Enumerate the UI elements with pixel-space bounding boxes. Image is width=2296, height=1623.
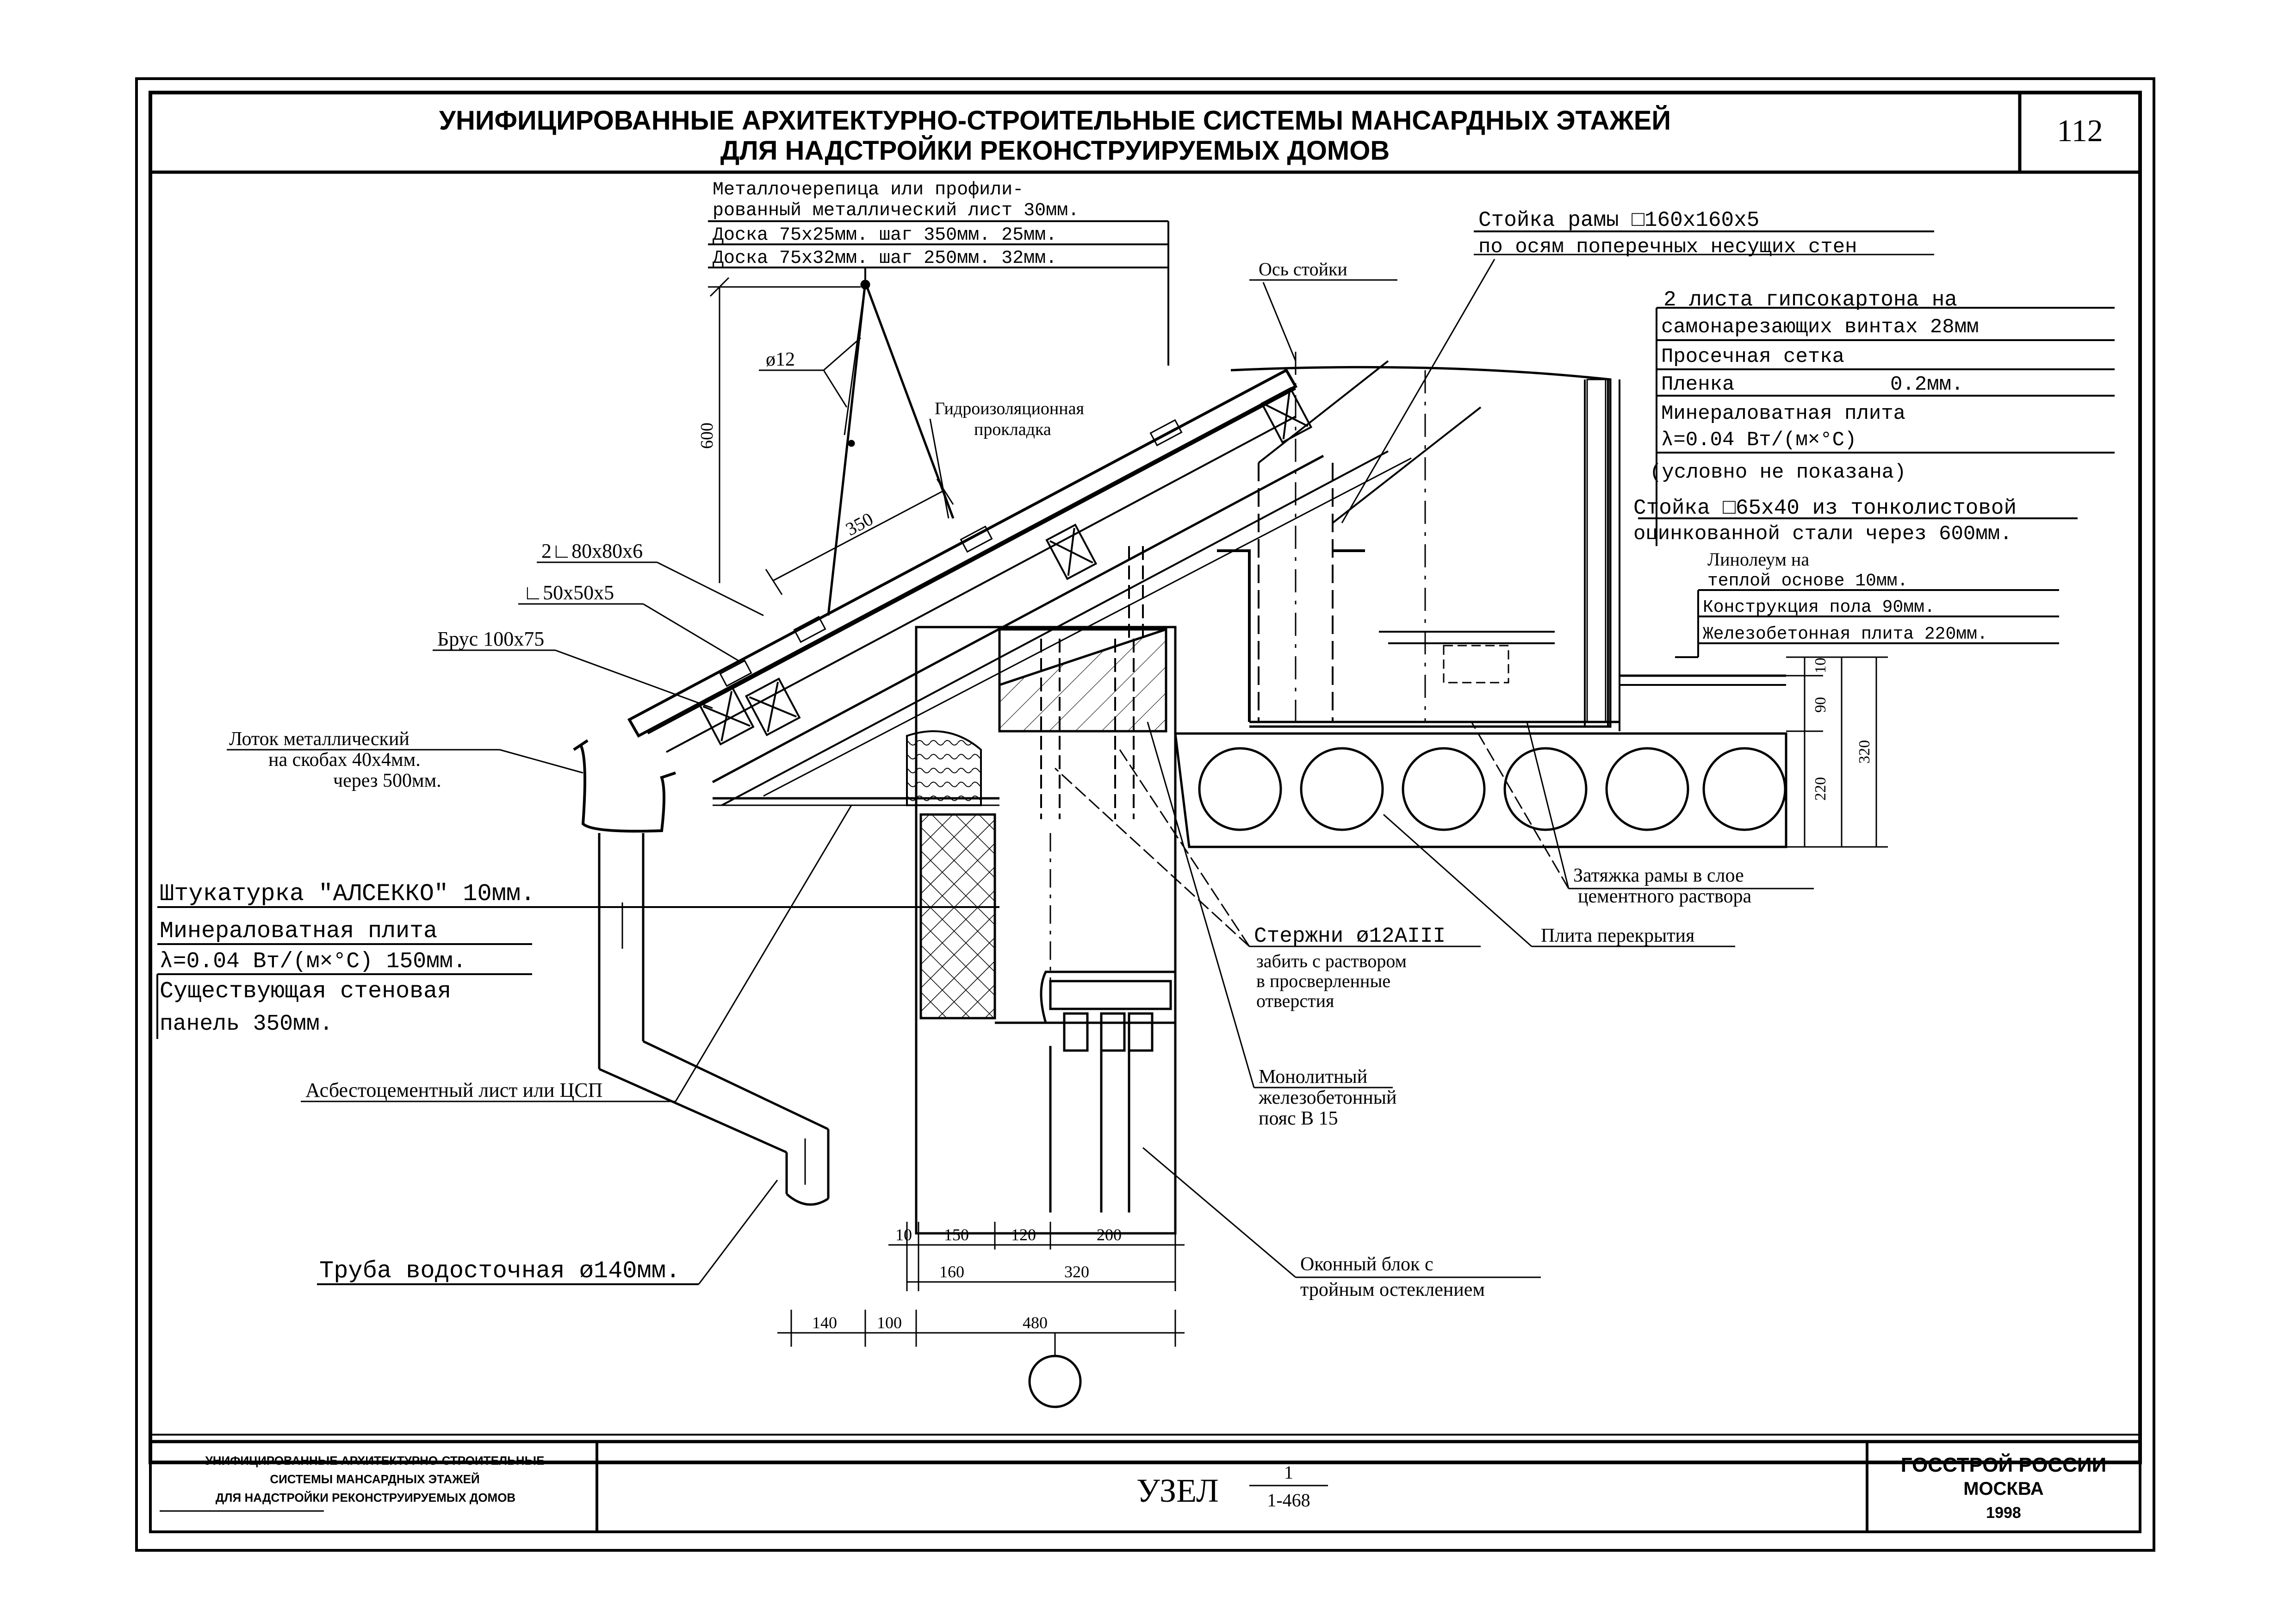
angle-80-label: 2∟80х80х6 (541, 540, 643, 562)
floor-layer-3: Железобетонная плита 220мм. (1703, 624, 1988, 644)
dim-150: 150 (944, 1225, 969, 1244)
column-label-1: Стойка рамы □160х160х5 (1478, 208, 1759, 232)
panel-label-1: Существующая стеновая (160, 978, 451, 1005)
belt-label-1: Монолитный (1259, 1066, 1367, 1088)
org-year: 1998 (1986, 1504, 2021, 1522)
wall-layer-4a: Минераловатная плита (1661, 402, 1905, 425)
column-axis-label: Ось стойки (1259, 259, 1347, 280)
wall-layer-1b: самонарезающих винтах 28мм (1661, 316, 1979, 339)
rods-label-2: забить с раствором (1256, 951, 1407, 971)
header-title-line1: УНИФИЦИРОВАННЫЕ АРХИТЕКТУРНО-СТРОИТЕЛЬНЫ… (439, 106, 1671, 136)
org-city: МОСКВА (1963, 1479, 2044, 1499)
rods-label-3: в просверленные (1256, 970, 1390, 991)
belt-label-2: железобетонный (1258, 1087, 1396, 1108)
node-ref: 1-468 (1267, 1490, 1310, 1511)
beam-label: Брус 100х75 (437, 628, 544, 650)
tie-label-2: цементного раствора (1578, 886, 1752, 907)
wall-layers-callout: 2 листа гипсокартона на самонарезающих в… (1633, 288, 2115, 546)
wall-layer-4b: λ=0.04 Вт/(м×°С) (1661, 429, 1856, 452)
hollow-core-slab (1174, 732, 1787, 848)
gutter-label-1: Лоток металлический (229, 728, 410, 750)
window-label-1: Оконный блок с (1300, 1254, 1433, 1275)
roof-layer-2: Доска 75х25мм. шаг 350мм. 25мм. (713, 225, 1057, 246)
floor-layer-1b: теплой основе 10мм. (1707, 571, 1908, 591)
dim-v90: 90 (1812, 697, 1829, 713)
window-label-2: тройным остеклением (1300, 1279, 1485, 1300)
floor-layer-1a: Линолеум на (1707, 549, 1809, 570)
dim-v10: 10 (1812, 658, 1829, 673)
dim-320: 320 (1064, 1262, 1089, 1281)
dim-200: 200 (1097, 1225, 1122, 1244)
dim-480: 480 (1023, 1313, 1048, 1332)
roof-layer-1b: рованный металлический лист 30мм. (713, 200, 1079, 221)
dim-160: 160 (939, 1262, 964, 1281)
header-title-line2: ДЛЯ НАДСТРОЙКИ РЕКОНСТРУИРУЕМЫХ ДОМОВ (720, 136, 1390, 166)
bottom-dims (777, 1222, 1185, 1408)
asbestos-label: Асбестоцементный лист или ЦСП (305, 1079, 602, 1101)
pipe-label: Труба водосточная ø140мм. (319, 1257, 680, 1285)
org-name: ГОССТРОЙ РОССИИ (1901, 1453, 2107, 1476)
wall-layer-3a: Пленка (1661, 373, 1734, 396)
node-label: УЗЕЛ (1136, 1472, 1219, 1509)
panel-label-2: панель 350мм. (160, 1012, 333, 1037)
column-label-2: по осям поперечных несущих стен (1478, 236, 1857, 259)
wall-stud-2: оцинкованной стали через 600мм. (1633, 522, 2012, 546)
angle-50-label: ∟50х50х5 (523, 581, 614, 604)
plaster-label: Штукатурка "АЛСЕККО" 10мм. (160, 880, 535, 908)
dim-600: 600 (697, 423, 717, 449)
tb-left-3: ДЛЯ НАДСТРОЙКИ РЕКОНСТРУИРУЕМЫХ ДОМОВ (216, 1491, 515, 1505)
waterproof-label-1: Гидроизоляционная (935, 399, 1084, 418)
mansard-wall (1217, 352, 1786, 731)
rods-label-1: Стержни ø12АIII (1254, 924, 1446, 948)
left-callouts: 2∟80х80х6 ∟50х50х5 Брус 100х75 Лоток мет… (156, 540, 999, 1285)
title-block: УНИФИЦИРОВАННЫЕ АРХИТЕКТУРНО-СТРОИТЕЛЬНЫ… (149, 1434, 2141, 1533)
dim-10: 10 (895, 1225, 912, 1244)
wall-layer-2: Просечная сетка (1661, 345, 1844, 368)
existing-wall (906, 546, 1177, 1235)
mineral-label-1: Минераловатная плита (160, 918, 437, 945)
dim-120: 120 (1011, 1225, 1036, 1244)
dim-v320: 320 (1856, 740, 1873, 764)
floor-dims (1786, 656, 1888, 848)
belt-label-3: пояс В 15 (1259, 1108, 1338, 1129)
waterproof-label-2: прокладка (974, 420, 1051, 439)
sheet-frame (135, 77, 2155, 1552)
dim-140: 140 (812, 1313, 837, 1332)
wall-layer-1: 2 листа гипсокартона на (1663, 288, 1957, 312)
column-callout: Стойка рамы □160х160х5 по осям поперечны… (1249, 208, 1934, 523)
wall-stud-1: Стойка □65х40 из тонколистовой (1633, 496, 2017, 520)
node-number: 1 (1284, 1462, 1293, 1483)
mineral-label-2: λ=0.04 Вт/(м×°С) 150мм. (160, 949, 466, 974)
dim-600-line (708, 277, 861, 583)
roof-layer-1: Металлочерепица или профили- (713, 180, 1024, 200)
gutter-label-3: через 500мм. (333, 770, 441, 791)
roof-layer-3: Доска 75х32мм. шаг 250мм. 32мм. (713, 248, 1057, 269)
roof-layers-callout: Металлочерепица или профили- рованный ме… (708, 180, 1169, 366)
slab-label: Плита перекрытия (1541, 925, 1694, 946)
rods-label-4: отверстия (1256, 990, 1334, 1011)
gutter-label-2: на скобах 40х4мм. (268, 749, 421, 771)
dim-v220: 220 (1812, 777, 1829, 801)
dim-100: 100 (877, 1313, 902, 1332)
dim-350: 350 (842, 508, 876, 540)
tie-label-1: Затяжка рамы в слое (1573, 865, 1744, 886)
header: УНИФИЦИРОВАННЫЕ АРХИТЕКТУРНО-СТРОИТЕЛЬНЫ… (439, 106, 2103, 166)
rod-d12-label: ø12 (766, 349, 795, 370)
floor-layer-2: Конструкция пола 90мм. (1703, 597, 1935, 617)
page-number: 112 (2057, 113, 2103, 148)
wall-layer-3b: 0.2мм. (1890, 373, 1963, 396)
right-callouts: Стержни ø12АIII забить с раствором в про… (1054, 721, 1814, 1300)
tb-left-1: УНИФИЦИРОВАННЫЕ АРХИТЕКТУРНО-СТРОИТЕЛЬНЫ… (205, 1454, 545, 1468)
wall-layer-4c: (условно не показана) (1650, 461, 1906, 484)
tb-left-2: СИСТЕМЫ МАНСАРДНЫХ ЭТАЖЕЙ (270, 1472, 479, 1486)
gutter-and-downpipe (573, 739, 999, 1206)
floor-layers-callout: Линолеум на теплой основе 10мм. Конструк… (1675, 549, 2059, 658)
